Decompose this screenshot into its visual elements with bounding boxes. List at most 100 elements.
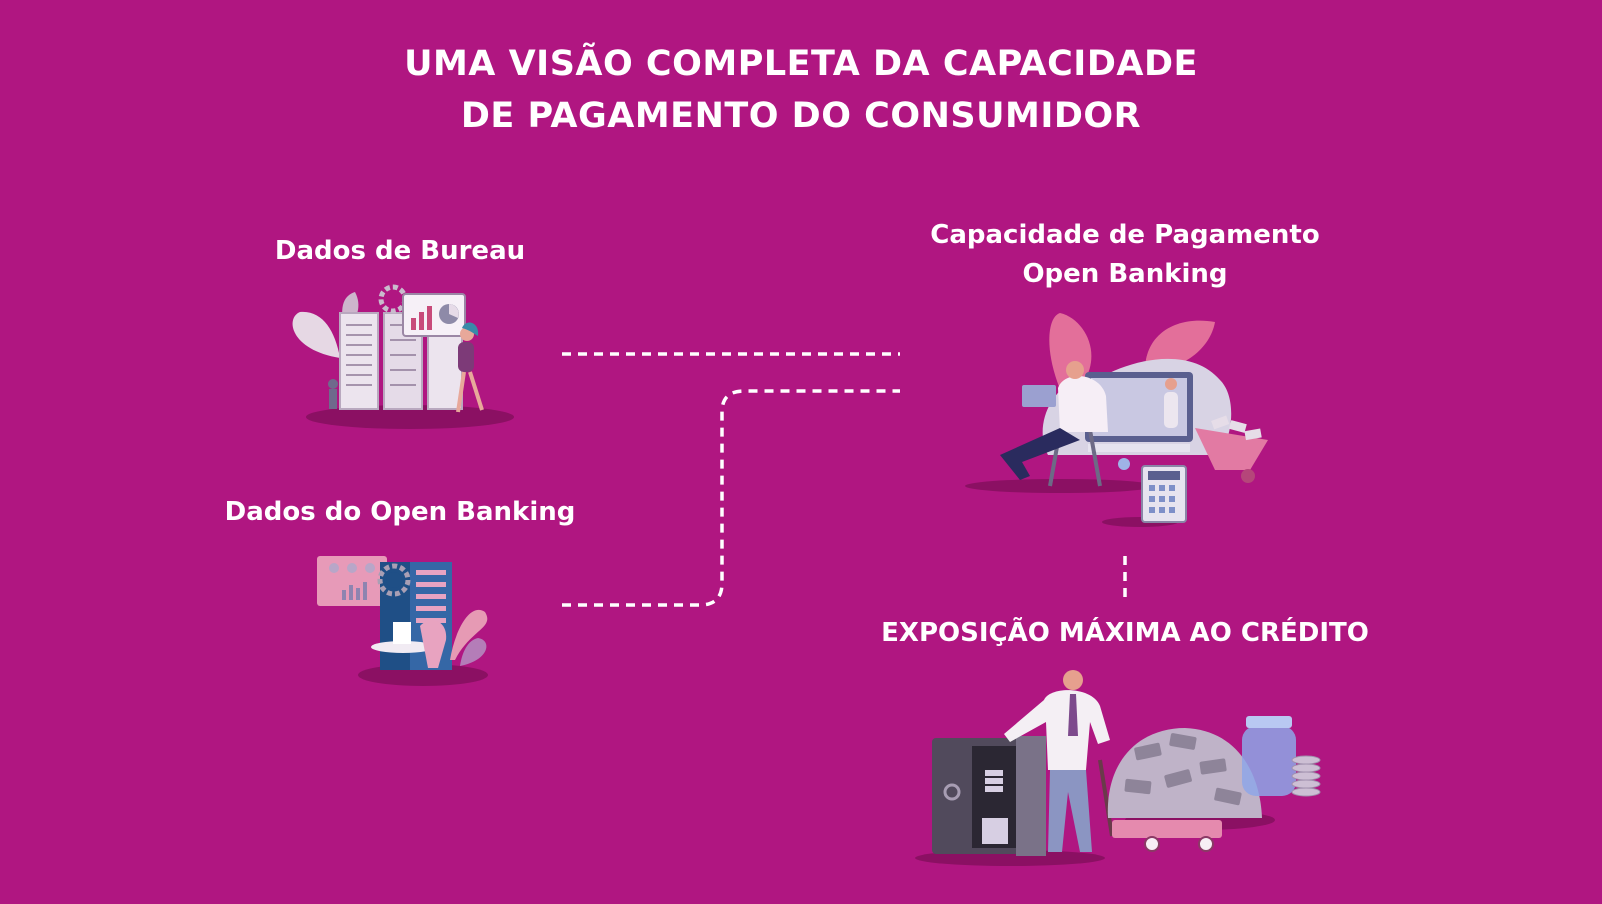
- coin-stack: [985, 786, 1003, 792]
- calculator-key: [1169, 507, 1175, 513]
- cart-handle: [1098, 759, 1114, 837]
- capacity-label-line-1: Capacidade de Pagamento: [930, 220, 1320, 250]
- money-note: [1164, 769, 1192, 788]
- person-leg: [468, 371, 484, 411]
- keyboard: [1088, 444, 1190, 452]
- pie-slice: [449, 304, 459, 318]
- small-person: [328, 379, 338, 389]
- connector-open-banking-to-capacity: [562, 389, 900, 607]
- wheelbarrow-wheel: [1241, 469, 1255, 483]
- coin: [1291, 787, 1321, 797]
- calculator-key: [1169, 496, 1175, 502]
- money-note: [1228, 420, 1247, 433]
- gear-icon: [378, 284, 408, 314]
- calculator-key: [1159, 507, 1165, 513]
- capacity-illustration: [965, 313, 1268, 527]
- calculator-key: [1169, 485, 1175, 491]
- card-circle: [329, 563, 339, 573]
- bureau-label: Dados de Bureau: [274, 236, 526, 266]
- card-bar: [363, 582, 367, 600]
- money-cart: [1112, 820, 1222, 838]
- money-note: [1134, 742, 1162, 761]
- money-note: [1211, 415, 1230, 430]
- plant-decoration: [450, 609, 488, 660]
- money-note: [1214, 787, 1242, 806]
- sitting-man-legs: [1000, 428, 1080, 480]
- calculator-key: [1149, 485, 1155, 491]
- chart-bar: [411, 318, 416, 330]
- seated-person: [420, 620, 447, 668]
- leaf-decoration-2: [1145, 320, 1215, 371]
- safe-shelf-box: [982, 818, 1008, 844]
- coin-stack: [985, 778, 1003, 784]
- safe-dial-icon: [943, 783, 961, 801]
- rack-slot: [416, 582, 446, 587]
- calculator-key: [1159, 485, 1165, 491]
- gear-center: [386, 572, 402, 588]
- coin: [1291, 755, 1321, 765]
- sitting-man-head: [1066, 361, 1084, 379]
- server-rack-1: [339, 312, 379, 410]
- capacity-label: Capacidade de Pagamento Open Banking: [880, 216, 1370, 294]
- card-bar: [356, 588, 360, 600]
- card-circle: [347, 563, 357, 573]
- credit-exposure-illustration: [915, 670, 1321, 866]
- money-note: [1169, 733, 1197, 750]
- leaf-decoration: [292, 311, 340, 358]
- safe-door: [1016, 736, 1046, 856]
- title-line-2: DE PAGAMENTO DO CONSUMIDOR: [460, 96, 1142, 136]
- person-woman: [458, 342, 474, 372]
- card-circle: [365, 563, 375, 573]
- standing-woman: [1164, 392, 1178, 428]
- calculator-key: [1149, 496, 1155, 502]
- capacity-label-line-2: Open Banking: [1022, 259, 1228, 289]
- rack-slot: [416, 570, 446, 575]
- floor-shadow: [306, 405, 514, 429]
- exposure-label: EXPOSIÇÃO MÁXIMA AO CRÉDITO: [881, 618, 1369, 648]
- calculator-key: [1149, 507, 1155, 513]
- chart-bar: [419, 312, 424, 330]
- rack-slot: [416, 606, 446, 611]
- money-note: [1244, 428, 1262, 441]
- floor-shadow: [965, 479, 1155, 493]
- person-leg: [456, 371, 466, 413]
- calculator-key: [1159, 496, 1165, 502]
- coin: [1291, 779, 1321, 789]
- man-tie: [1068, 694, 1078, 736]
- bureau-data-illustration: [292, 284, 514, 429]
- person-hair: [462, 322, 479, 336]
- cart-wheel: [1144, 836, 1160, 852]
- desk: [371, 641, 435, 653]
- laptop: [393, 622, 411, 644]
- savings-jar: [1242, 726, 1296, 796]
- jar-lid: [1246, 716, 1292, 728]
- plant-decoration-2: [460, 638, 487, 666]
- card-bar: [349, 585, 353, 600]
- chair-leg: [1088, 429, 1102, 487]
- money-note: [1199, 758, 1227, 775]
- cart-wheel: [1198, 836, 1214, 852]
- calculator-display: [1148, 471, 1180, 480]
- percent-badge-icon: [1118, 458, 1130, 470]
- man-body: [1004, 690, 1110, 770]
- chart-bar: [427, 306, 432, 330]
- standing-woman-head: [1165, 378, 1177, 390]
- coin: [1291, 763, 1321, 773]
- man-head: [1063, 670, 1083, 690]
- sitting-man-body: [1058, 376, 1108, 432]
- diagram-title: UMA VISÃO COMPLETA DA CAPACIDADE DE PAGA…: [0, 38, 1602, 142]
- connectors: [562, 352, 1127, 607]
- gear-icon: [377, 563, 411, 597]
- man-legs: [1048, 770, 1092, 852]
- open-banking-label: Dados do Open Banking: [224, 497, 576, 527]
- title-line-1: UMA VISÃO COMPLETA DA CAPACIDADE: [404, 44, 1198, 84]
- open-banking-data-illustration: [317, 556, 488, 686]
- laptop: [1022, 385, 1056, 407]
- coin-stack: [985, 770, 1003, 776]
- coin: [1291, 771, 1321, 781]
- small-person-body: [329, 389, 337, 409]
- card-bar: [342, 590, 346, 600]
- money-note: [1124, 778, 1152, 795]
- rack-slot: [416, 594, 446, 599]
